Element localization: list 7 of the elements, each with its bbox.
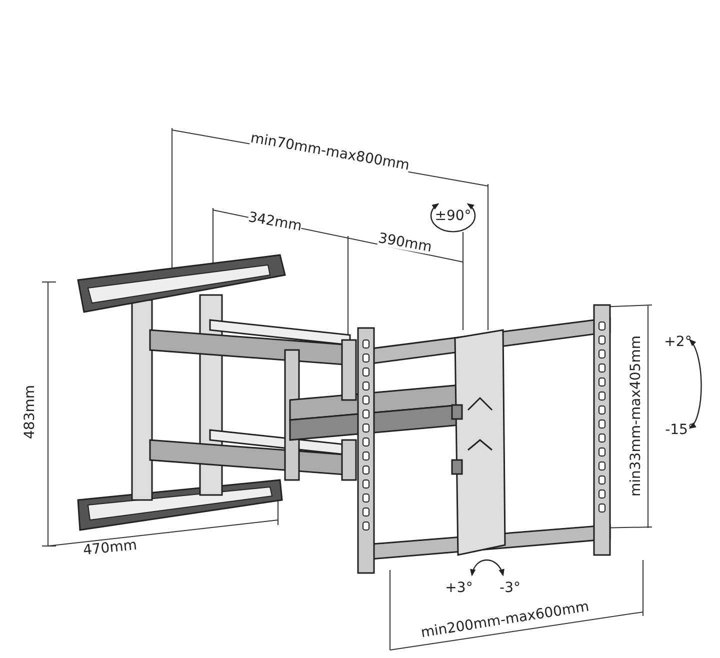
dimension-label: +2° [664,335,692,349]
dimension-label: ±90° [434,209,472,223]
dimension-label: -3° [500,581,520,595]
dimension-label: 390mm [377,231,433,255]
dimension-label: min33mm-max405mm [629,335,643,497]
dimension-label: 483mm [23,385,37,439]
dimension-label: +3° [445,581,473,595]
